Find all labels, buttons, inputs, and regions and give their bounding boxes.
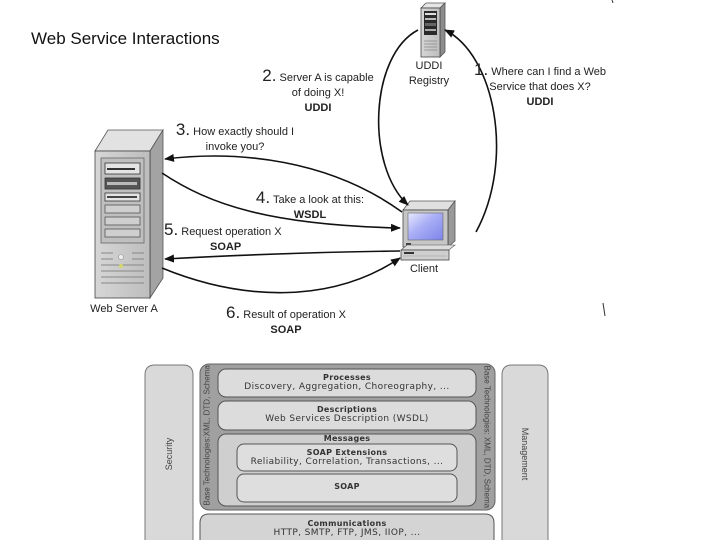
- soap-extensions-subtitle: Reliability, Correlation, Transactions, …: [250, 457, 444, 467]
- soap-extensions-text: SOAP Extensions Reliability, Correlation…: [237, 448, 457, 467]
- step-2-text-2: of doing X!: [291, 87, 345, 99]
- step-1-text-2: Service that does X?: [489, 81, 591, 93]
- soap-extensions-title: SOAP Extensions: [306, 448, 388, 457]
- step-6-protocol: SOAP: [270, 324, 302, 336]
- step-6-number: 6.: [226, 303, 241, 322]
- step-2-number: 2.: [262, 66, 277, 85]
- step-4-text: Take a look at this:: [272, 194, 365, 206]
- arrow-step-4: [161, 172, 401, 232]
- communications-text: Communications HTTP, SMTP, FTP, JMS, IIO…: [200, 519, 494, 538]
- layer-processes: [217, 368, 477, 398]
- registry-label-line1: UDDI: [415, 60, 443, 72]
- management-label: Management: [520, 427, 530, 481]
- descriptions-text: Descriptions Web Services Description (W…: [218, 405, 476, 424]
- messages-text: Messages: [218, 434, 476, 443]
- stray-mark: [602, 302, 606, 317]
- step-5-number: 5.: [164, 220, 179, 239]
- client-label: Client: [409, 263, 439, 275]
- processes-title: Processes: [323, 373, 371, 382]
- arrow-step-6: [161, 257, 401, 294]
- communications-subtitle: HTTP, SMTP, FTP, JMS, IIOP, ...: [273, 528, 421, 538]
- security-pillar: [144, 364, 194, 540]
- communications-title: Communications: [307, 519, 387, 528]
- arrow-step-2: [377, 29, 419, 206]
- arrow-step-3: [164, 153, 403, 213]
- soap-text: SOAP: [237, 482, 457, 491]
- processes-text: Processes Discovery, Aggregation, Choreo…: [218, 373, 476, 392]
- step-6-text: Result of operation X: [243, 309, 346, 321]
- ws-stack-diagram: [144, 363, 549, 540]
- descriptions-title: Descriptions: [316, 405, 378, 414]
- step-4-label: 4. Take a look at this: WSDL: [250, 188, 370, 223]
- descriptions-subtitle: Web Services Description (WSDL): [265, 414, 429, 424]
- soap-title: SOAP: [334, 482, 360, 491]
- server-label: Web Server A: [90, 303, 158, 315]
- uddi-registry-icon: [420, 2, 446, 58]
- client-computer-icon: [400, 199, 456, 261]
- step-5-protocol: SOAP: [210, 241, 242, 253]
- processes-subtitle: Discovery, Aggregation, Choreography, ..…: [244, 382, 450, 392]
- management-pillar: [501, 364, 549, 540]
- registry-label-line2: Registry: [408, 75, 450, 87]
- step-4-number: 4.: [255, 188, 271, 207]
- step-1-text: Where can I find a Web: [491, 66, 606, 78]
- messages-title: Messages: [323, 434, 371, 443]
- step-3-text-2: invoke you?: [205, 141, 265, 153]
- step-1-protocol: UDDI: [526, 96, 554, 108]
- registry-label: UDDI Registry: [404, 59, 454, 89]
- layer-soap: [236, 473, 458, 503]
- base-technologies-right-label: Base Technologies: XML, DTD, Schema: [482, 365, 492, 509]
- step-2-text: Server A is capable: [279, 72, 374, 84]
- layer-communications: [199, 513, 495, 540]
- layer-soap-extensions: [236, 443, 458, 472]
- base-technologies-left-label: Base Technologies:XML, DTD, Schema: [202, 365, 212, 506]
- slide-title: Web Service Interactions: [31, 29, 220, 48]
- arrow-step-5: [164, 250, 401, 263]
- step-5-text: Request operation X: [181, 226, 282, 238]
- step-1-label: 1. Where can I find a Web Service that d…: [470, 60, 610, 110]
- arrow-step-1: [444, 29, 498, 233]
- step-2-label: 2. Server A is capable of doing X! UDDI: [258, 66, 378, 116]
- layer-descriptions: [217, 400, 477, 431]
- step-3-text: How exactly should I: [193, 126, 295, 138]
- stray-mark: [611, 0, 614, 4]
- step-3-number: 3.: [175, 120, 191, 139]
- step-4-protocol: WSDL: [293, 209, 327, 221]
- step-1-number: 1.: [474, 60, 489, 79]
- step-3-label: 3. How exactly should I invoke you?: [172, 120, 298, 155]
- security-label: Security: [164, 437, 174, 471]
- step-2-protocol: UDDI: [304, 102, 332, 114]
- web-server-icon: [94, 128, 164, 300]
- step-5-label: 5. Request operation X SOAP: [164, 220, 294, 255]
- step-6-label: 6. Result of operation X SOAP: [218, 303, 354, 338]
